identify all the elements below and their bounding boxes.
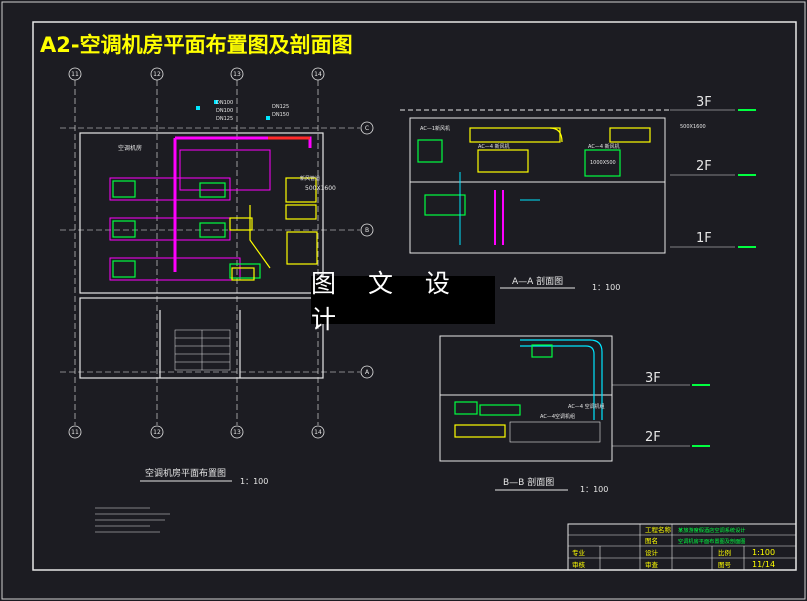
watermark: 图 文 设 计 (311, 269, 495, 334)
plan-view: 11 12 13 14 11 12 13 14 C B A 空调机房 (60, 67, 374, 533)
plan-scale: 1：100 (240, 477, 268, 486)
axis-top-4: 14 (314, 71, 322, 78)
tb-project-label: 工程名称 (645, 525, 672, 534)
tb-drawing-value: 空调机房平面布置图及剖面图 (678, 537, 745, 545)
tb-drawing-label: 图名 (645, 536, 658, 545)
aa-unit-2: AC—4 新风机 (478, 143, 510, 150)
section-aa: 3F 2F 1F AC—1新 (400, 95, 756, 292)
plan-duct-note: 新风管道 (300, 175, 320, 182)
axis-top-2: 12 (153, 71, 161, 78)
tb-design-label: 设计 (645, 548, 659, 557)
tb-major-label: 专业 (572, 548, 586, 557)
bb-unit-1: AC—4空调机组 (540, 413, 575, 420)
aa-floor-1f: 1F (696, 231, 712, 246)
drawing-title: A2-空调机房平面布置图及剖面图 (40, 33, 353, 57)
tb-scale-label: 比例 (718, 548, 731, 557)
aa-unit-3: AC—4 新风机 (588, 143, 620, 150)
inner-frame (32, 21, 797, 571)
axis-bottom-1: 11 (71, 429, 79, 436)
plan-size-2: DN100 (216, 108, 233, 114)
plan-duct-label: 500X1600 (305, 185, 336, 192)
axis-right-b: B (365, 227, 369, 234)
axis-bottom-2: 12 (153, 429, 161, 436)
tb-sheet-label: 图号 (718, 561, 732, 569)
aa-size-1: 500X1600 (680, 124, 706, 130)
bb-scale: 1：100 (580, 485, 608, 494)
axis-right-c: C (365, 125, 369, 132)
title-block: 工程名称 图名 专业 审核 设计 审查 比例 图号 某旅游度假酒店空调系统设计 … (567, 523, 797, 571)
aa-size-2: 1000X500 (590, 160, 616, 166)
tb-sheet-value: 11/14 (752, 560, 775, 569)
axis-right-a: A (365, 369, 370, 376)
tb-scale-value: 1:100 (752, 548, 775, 557)
plan-size-1: DN100 (216, 100, 233, 106)
plan-room-label: 空调机房 (118, 144, 142, 152)
plan-size-3: DN125 (216, 116, 233, 122)
tb-review-label: 审查 (645, 560, 659, 569)
aa-floor-3f: 3F (696, 95, 712, 110)
axis-top-1: 11 (71, 71, 79, 78)
axis-bottom-4: 14 (314, 429, 322, 436)
plan-size-4: DN125 (272, 104, 289, 110)
tb-check-label: 审核 (572, 560, 586, 569)
tb-project-value: 某旅游度假酒店空调系统设计 (678, 526, 745, 534)
plan-size-5: DN150 (272, 112, 289, 118)
section-bb: 3F 2F AC—4空调机组 AC—4 空调机组 B—B 剖面图 1：100 (439, 335, 710, 494)
bb-unit-2: AC—4 空调机组 (568, 403, 605, 410)
axis-top-3: 13 (233, 71, 241, 78)
axis-bottom-3: 13 (233, 429, 241, 436)
aa-floor-2f: 2F (696, 159, 712, 174)
aa-scale: 1：100 (592, 283, 620, 292)
plan-title: 空调机房平面布置图 (145, 467, 226, 479)
aa-title: A—A 剖面图 (512, 275, 563, 287)
bb-title: B—B 剖面图 (503, 476, 554, 488)
bb-floor-2f: 2F (645, 430, 661, 445)
aa-unit-1: AC—1新风机 (420, 125, 450, 132)
bb-floor-3f: 3F (645, 371, 661, 386)
